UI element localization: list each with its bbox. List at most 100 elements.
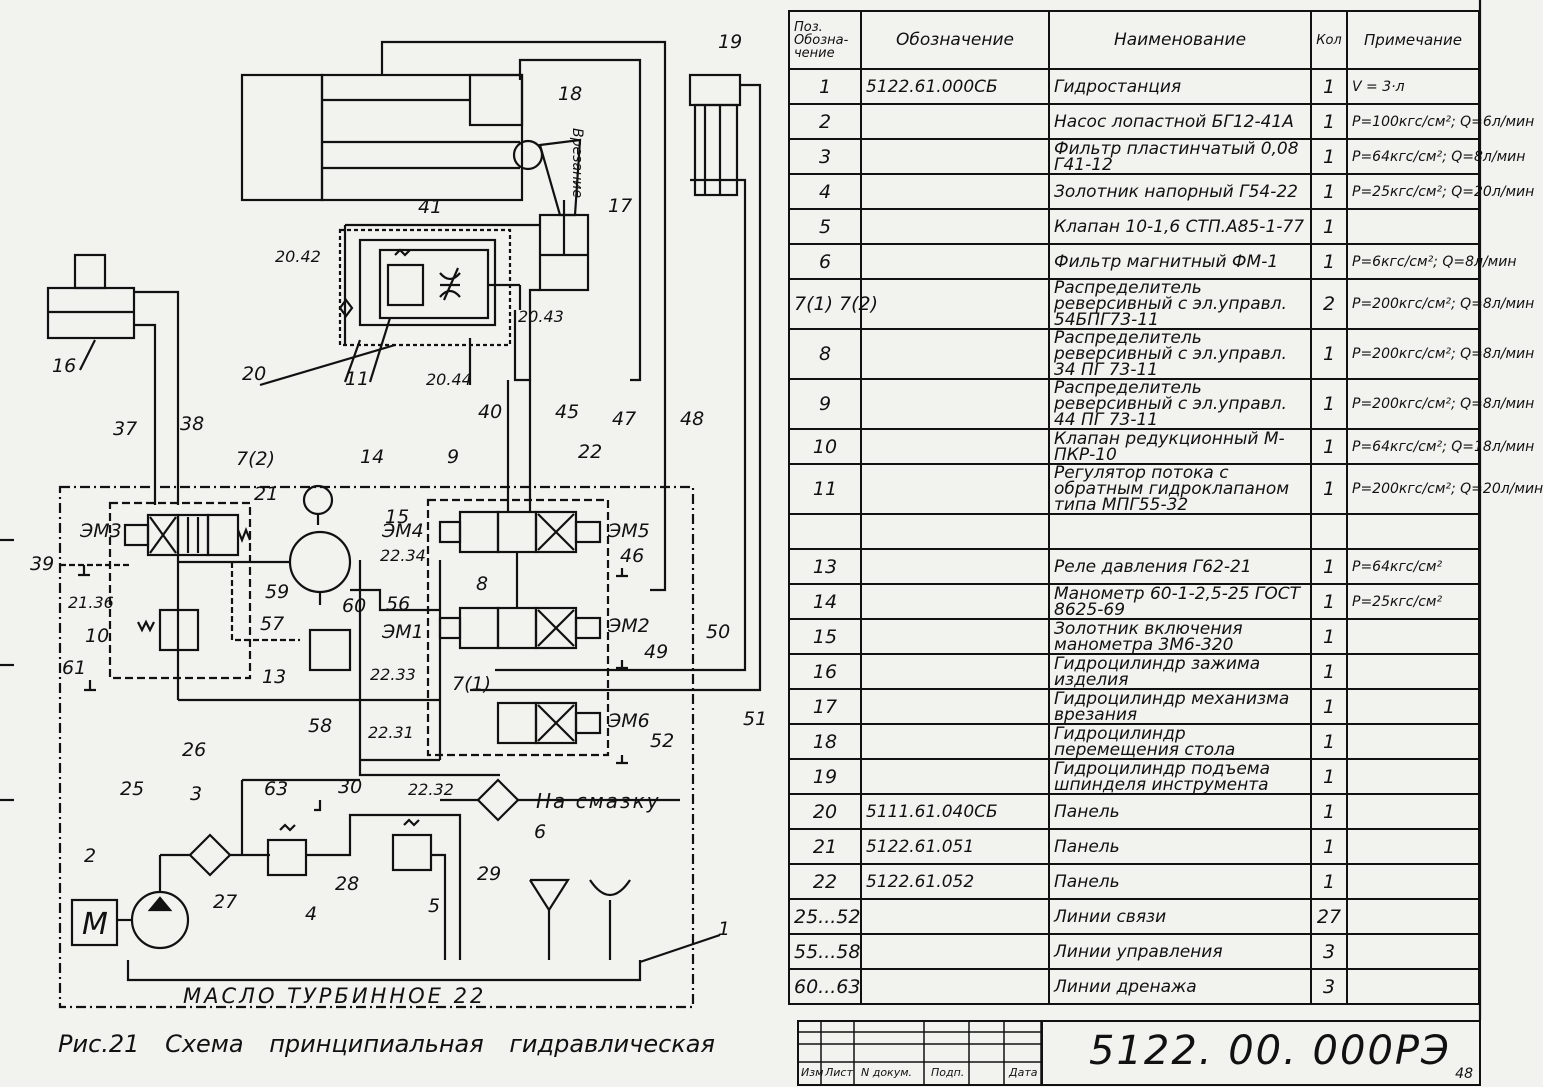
- cell-pos: 7(1) 7(2): [788, 278, 878, 330]
- cell-name: Фильтр пластинчатый 0,08 Г41-12: [1048, 138, 1312, 175]
- cell-name: Регулятор потока с обратным гидроклапано…: [1048, 463, 1312, 515]
- cell-qty: 1: [1310, 828, 1348, 865]
- label-52: 52: [650, 730, 674, 752]
- cell-name: Золотник напорный Г54-22: [1048, 173, 1312, 210]
- cell-note: V = 3·л: [1346, 68, 1480, 105]
- cell-note: P=64кгс/см²; Q=18л/мин: [1346, 428, 1534, 465]
- table-row: 7(1) 7(2)Распределитель реверсивный с эл…: [788, 278, 1534, 330]
- cell-name: Панель: [1048, 828, 1312, 865]
- label-14: 14: [360, 446, 384, 468]
- hydraulic-schematic: 18 17 19 41 16 20 11 37 38 7(2) 14 9 22 …: [0, 0, 1482, 1020]
- label-8: 8: [476, 573, 488, 595]
- cell-designation: [860, 463, 1050, 515]
- cell-pos: 13: [788, 548, 862, 585]
- cell-name: Гидроцилиндр зажима изделия: [1048, 653, 1312, 690]
- label-22-32: 22.32: [408, 780, 454, 799]
- cell-pos: 10: [788, 428, 862, 465]
- cell-note: [1346, 793, 1480, 830]
- cell-name: Гидростанция: [1048, 68, 1312, 105]
- cell-pos: 20: [788, 793, 862, 830]
- cell-note: P=25кгс/см²; Q=20л/мин: [1346, 173, 1534, 210]
- cell-name: Гидроцилиндр подъема шпинделя инструмент…: [1048, 758, 1312, 795]
- tb-podp: Подп.: [931, 1066, 965, 1079]
- label-56: 56: [386, 593, 410, 615]
- cell-designation: [860, 723, 1050, 760]
- cell-note: P=200кгс/см²; Q=8л/мин: [1346, 278, 1534, 330]
- cell-pos: 9: [788, 378, 862, 430]
- cell-name: Линии дренажа: [1048, 968, 1312, 1005]
- label-em6: ЭМ6: [607, 710, 650, 732]
- label-38: 38: [180, 413, 204, 435]
- cell-pos: 15: [788, 618, 862, 655]
- label-41: 41: [418, 196, 442, 218]
- cell-designation: [860, 138, 1050, 175]
- cell-pos: 3: [788, 138, 862, 175]
- label-61: 61: [62, 657, 86, 679]
- label-10: 10: [85, 625, 109, 647]
- cell-note: [1346, 828, 1480, 865]
- cell-name: Распределитель реверсивный с эл.управл. …: [1048, 328, 1312, 380]
- cell-designation: [860, 618, 1050, 655]
- cell-pos: 4: [788, 173, 862, 210]
- label-40: 40: [478, 401, 502, 423]
- cell-qty: 1: [1310, 583, 1348, 620]
- cell-pos: 5: [788, 208, 862, 245]
- cell-qty: 2: [1310, 278, 1348, 330]
- cell-pos: 2: [788, 103, 862, 140]
- label-em3: ЭМ3: [79, 520, 122, 542]
- cell-qty: [1310, 513, 1348, 550]
- label-16: 16: [52, 355, 76, 377]
- cell-pos: 8: [788, 328, 862, 380]
- cell-note: P=200кгс/см²; Q=8л/мин: [1346, 328, 1534, 380]
- label-2: 2: [84, 845, 96, 867]
- cell-designation: [860, 278, 1050, 330]
- cell-note: [1346, 688, 1480, 725]
- label-20: 20: [242, 363, 266, 385]
- label-em4: ЭМ4: [381, 520, 424, 542]
- cell-name: Клапан редукционный М-ПКР-10: [1048, 428, 1312, 465]
- figure-caption: Рис.21 Схема принципиальная гидравлическ…: [58, 1030, 715, 1058]
- label-15: 15: [385, 506, 409, 528]
- table-header-row: Поз. Обозна- чение Обозначение Наименова…: [788, 10, 1480, 70]
- cell-designation: 5122.61.000СБ: [860, 68, 1050, 105]
- cell-name: Насос лопастной БГ12-41А: [1048, 103, 1312, 140]
- cell-name: Линии связи: [1048, 898, 1312, 935]
- label-13: 13: [262, 666, 286, 688]
- label-59: 59: [265, 581, 289, 603]
- cylinder-18-block: [240, 73, 324, 202]
- cell-note: [1346, 933, 1480, 970]
- header-qty: Кол: [1310, 10, 1348, 70]
- cell-qty: 1: [1310, 463, 1348, 515]
- cell-name: Панель: [1048, 793, 1312, 830]
- label-49: 49: [644, 641, 668, 663]
- cell-note: P=25кгс/см²: [1346, 583, 1480, 620]
- label-51: 51: [743, 708, 767, 730]
- label-em5: ЭМ5: [607, 520, 650, 542]
- label-7-1: 7(1): [452, 673, 491, 695]
- cell-note: [1346, 968, 1480, 1005]
- cell-qty: 1: [1310, 793, 1348, 830]
- header-name: Наименование: [1048, 10, 1312, 70]
- cell-designation: 5111.61.040СБ: [860, 793, 1050, 830]
- cell-note: [1346, 208, 1480, 245]
- cell-pos: 18: [788, 723, 862, 760]
- label-5: 5: [428, 895, 440, 917]
- label-3: 3: [190, 783, 202, 805]
- table-row: [788, 513, 1480, 550]
- header-designation: Обозначение: [860, 10, 1050, 70]
- label-18: 18: [558, 83, 582, 105]
- cell-designation: [860, 898, 1050, 935]
